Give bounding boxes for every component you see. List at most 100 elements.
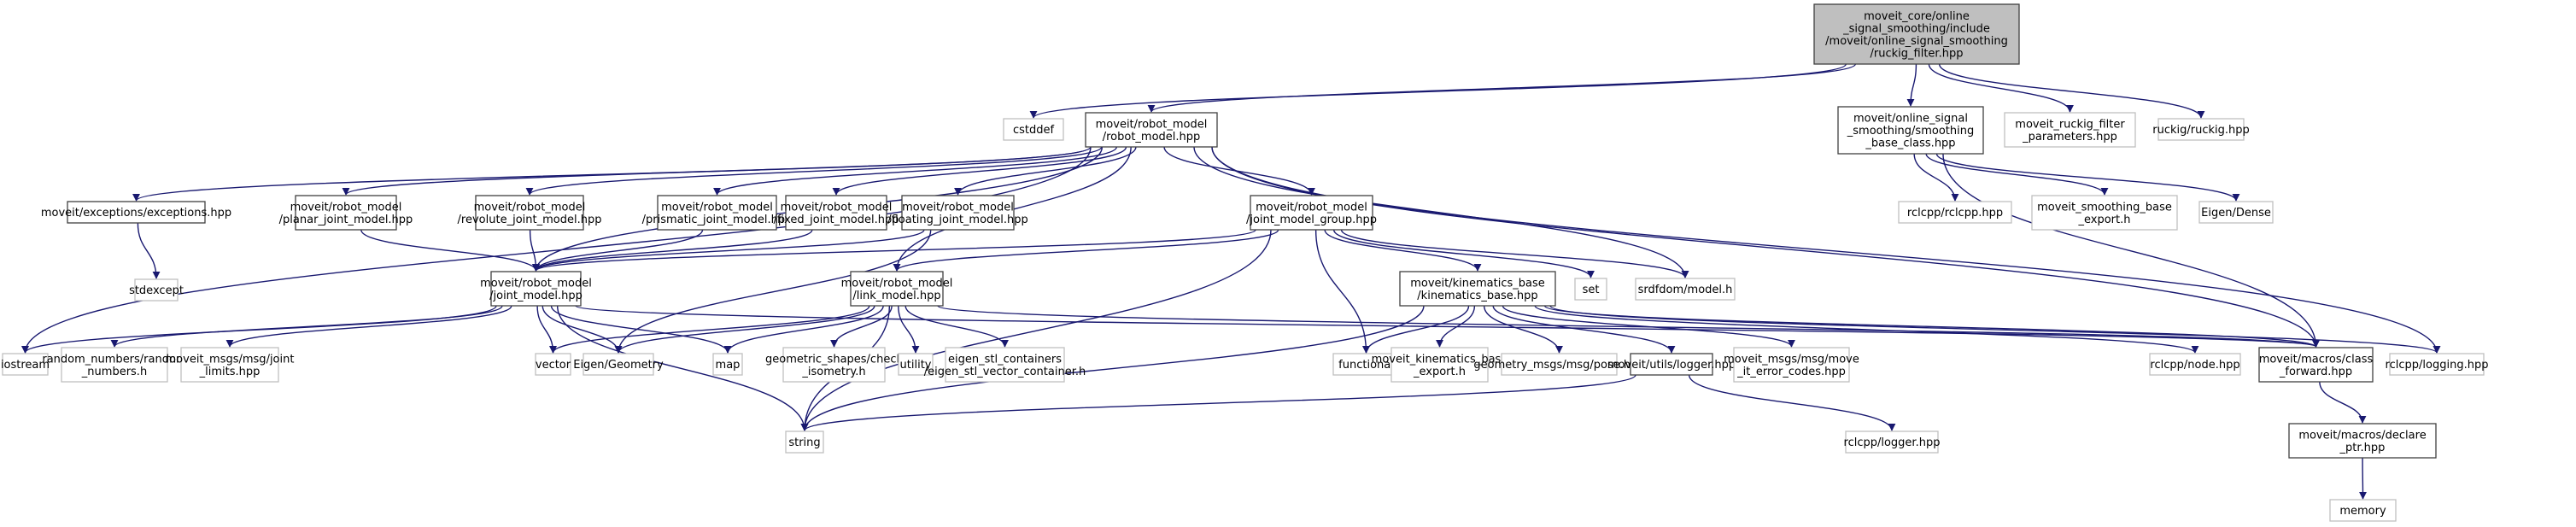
node-planar[interactable]: moveit/robot_model/planar_joint_model.hp… bbox=[279, 195, 413, 231]
node-label: _it_error_codes.hpp bbox=[1736, 366, 1846, 378]
node-label: cstddef bbox=[1013, 124, 1055, 137]
node-iostream: iostream bbox=[1, 353, 50, 376]
node-label: /revolute_joint_model.hpp bbox=[458, 214, 602, 226]
edge-robot_model-to-iostream bbox=[21, 146, 1092, 354]
edge-kinematics_base-to-logger bbox=[1492, 305, 1676, 354]
node-label: _export.h bbox=[1413, 366, 1466, 378]
node-label: moveit_msgs/msg/joint bbox=[166, 353, 295, 366]
node-box bbox=[2389, 353, 2485, 376]
node-set: set bbox=[1574, 278, 1607, 301]
edge-robot_model-to-prismatic bbox=[713, 146, 1118, 196]
node-link-model[interactable]: moveit/robot_model/link_model.hpp bbox=[841, 271, 953, 307]
node-random-numbers: random_numbers/random_numbers.h bbox=[42, 347, 187, 383]
node-label: rclcpp/node.hpp bbox=[2150, 359, 2239, 372]
node-label: moveit/robot_model bbox=[902, 201, 1014, 214]
node-box bbox=[1630, 353, 1713, 376]
edge-link_model-to-eigen_geometry bbox=[614, 305, 875, 354]
node-label: geometry_msgs/msg/pose.hpp bbox=[1473, 359, 1644, 372]
edge-smoothing_base-to-rclcpp bbox=[1913, 153, 1959, 202]
node-label: moveit_core/online bbox=[1864, 10, 1970, 23]
edge-robot_model-to-logging bbox=[1211, 146, 2441, 354]
node-eigen-stl: eigen_stl_containers/eigen_stl_vector_co… bbox=[924, 347, 1086, 383]
node-box bbox=[785, 195, 887, 231]
node-label: moveit/macros/declare bbox=[2298, 429, 2426, 442]
node-label: utility bbox=[900, 359, 932, 372]
edge-link_model-to-utility bbox=[898, 305, 920, 354]
node-box bbox=[945, 347, 1065, 383]
edge-joint_model-to-class_forward bbox=[575, 305, 2320, 348]
node-logging: rclcpp/logging.hpp bbox=[2386, 353, 2488, 376]
node-label: /link_model.hpp bbox=[852, 290, 940, 302]
node-logger[interactable]: moveit/utils/logger.hpp bbox=[1607, 353, 1736, 376]
node-box bbox=[657, 195, 777, 231]
node-utility: utility bbox=[898, 353, 934, 376]
edge-root-to-ruckig_params bbox=[1928, 63, 2074, 113]
edge-joint_model-to-joint_limits bbox=[225, 305, 512, 348]
node-rclcpp-logger: rclcpp/logger.hpp bbox=[1844, 430, 1941, 454]
node-box bbox=[1003, 118, 1064, 141]
node-label: string bbox=[788, 436, 820, 449]
node-exceptions[interactable]: moveit/exceptions/exceptions.hpp bbox=[41, 201, 231, 224]
node-kinematics-base[interactable]: moveit/kinematics_base/kinematics_base.h… bbox=[1399, 271, 1556, 307]
node-box bbox=[535, 353, 571, 376]
node-box bbox=[1501, 353, 1618, 376]
edge-link_model-to-class_forward bbox=[937, 305, 2320, 348]
node-box bbox=[712, 353, 743, 376]
node-box bbox=[180, 347, 279, 383]
node-root[interactable]: moveit_core/online_signal_smoothing/incl… bbox=[1813, 3, 2020, 65]
node-joint-model[interactable]: moveit/robot_model/joint_model.hpp bbox=[480, 271, 592, 307]
node-prismatic[interactable]: moveit/robot_model/prismatic_joint_model… bbox=[642, 195, 793, 231]
node-robot-model[interactable]: moveit/robot_model/robot_model.hpp bbox=[1085, 112, 1218, 148]
node-label: /robot_model.hpp bbox=[1103, 131, 1201, 143]
node-label: rclcpp/logger.hpp bbox=[1844, 436, 1941, 449]
edge-kinematics_base-to-error_codes bbox=[1502, 305, 1795, 348]
node-label: rclcpp/rclcpp.hpp bbox=[1907, 207, 2003, 220]
node-srdf: srdfdom/model.h bbox=[1635, 278, 1736, 301]
node-box bbox=[1250, 195, 1373, 231]
node-error-codes: moveit_msgs/msg/move_it_error_codes.hpp bbox=[1724, 347, 1859, 383]
edge-logger-to-string bbox=[800, 374, 1636, 431]
node-box bbox=[1635, 278, 1736, 301]
node-floating[interactable]: moveit/robot_model/floating_joint_model.… bbox=[887, 195, 1028, 231]
node-revolute[interactable]: moveit/robot_model/revolute_joint_model.… bbox=[458, 195, 602, 231]
node-box bbox=[782, 347, 886, 383]
node-label: moveit/robot_model bbox=[661, 201, 773, 214]
edge-jmg-to-functional bbox=[1314, 229, 1370, 354]
node-jmg[interactable]: moveit/robot_model/joint_model_group.hpp bbox=[1246, 195, 1377, 231]
node-vector: vector bbox=[535, 353, 571, 376]
edge-joint_model-to-string bbox=[556, 305, 809, 431]
node-ruckig: ruckig/ruckig.hpp bbox=[2152, 118, 2250, 141]
node-class-forward[interactable]: moveit/macros/class_forward.hpp bbox=[2258, 347, 2374, 383]
node-box bbox=[475, 195, 584, 231]
node-label: moveit/robot_model bbox=[841, 277, 953, 290]
node-box bbox=[2157, 118, 2245, 141]
node-smoothing-base[interactable]: moveit/online_signal_smoothing/smoothing… bbox=[1837, 106, 1984, 155]
node-string: string bbox=[785, 430, 824, 454]
edge-smoothing_base-to-class_forward bbox=[1942, 153, 2320, 348]
edge-jmg-to-srdf bbox=[1340, 229, 1689, 278]
node-box bbox=[850, 271, 944, 307]
edge-class_forward-to-declare_ptr bbox=[2319, 381, 2367, 424]
edge-kinematics_base-to-pose bbox=[1483, 305, 1563, 354]
node-label: /prismatic_joint_model.hpp bbox=[642, 214, 793, 226]
node-box bbox=[785, 430, 824, 454]
node-label: _ptr.hpp bbox=[2339, 442, 2386, 454]
node-label: moveit/robot_model bbox=[1256, 201, 1367, 214]
edge-exceptions-to-stdexcept bbox=[137, 222, 161, 279]
edge-kinematics_base-to-string bbox=[800, 305, 1425, 431]
node-label: /floating_joint_model.hpp bbox=[887, 214, 1028, 226]
edge-root-to-smoothing_base bbox=[1906, 63, 1917, 107]
node-box bbox=[1837, 106, 1984, 155]
node-declare-ptr[interactable]: moveit/macros/declare_ptr.hpp bbox=[2288, 423, 2437, 459]
edge-jmg-to-kinematics_base bbox=[1324, 229, 1482, 272]
node-rclcpp: rclcpp/rclcpp.hpp bbox=[1898, 201, 2012, 224]
node-fixed[interactable]: moveit/robot_model/fixed_joint_model.hpp bbox=[774, 195, 899, 231]
node-label: moveit/exceptions/exceptions.hpp bbox=[41, 207, 231, 220]
node-box bbox=[2031, 195, 2178, 231]
nodes-layer: moveit_core/online_signal_smoothing/incl… bbox=[1, 3, 2488, 522]
edge-root-to-robot_model bbox=[1147, 63, 1857, 113]
node-box bbox=[2258, 347, 2374, 383]
node-box bbox=[2149, 353, 2241, 376]
edge-robot_model-to-planar bbox=[342, 146, 1092, 196]
